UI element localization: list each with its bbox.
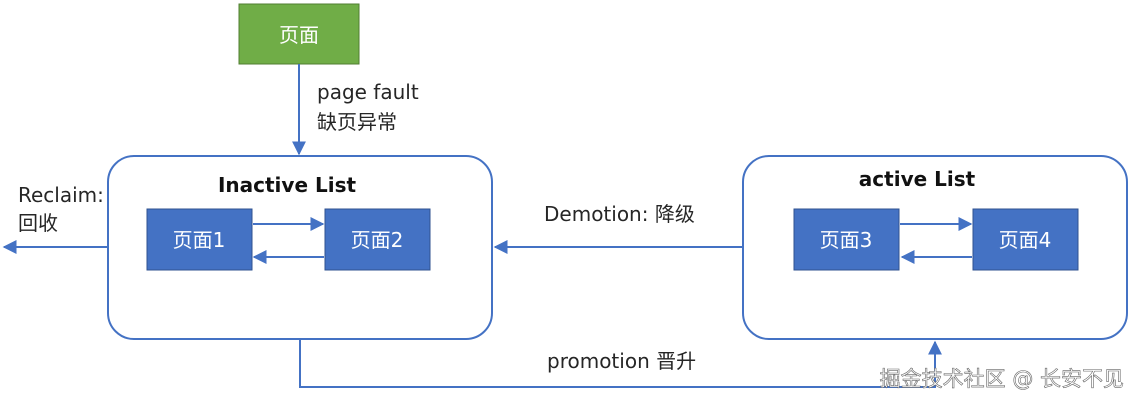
watermark-text: 掘金技术社区 @ 长安不见	[880, 367, 1124, 391]
promotion-label: promotion 晋升	[547, 349, 696, 373]
active-list-container	[742, 155, 1128, 340]
reclaim-label-cn: 回收	[18, 211, 58, 235]
page4-label: 页面4	[999, 228, 1052, 252]
page-fault-label-en: page fault	[317, 80, 419, 104]
new-page-label: 页面	[279, 23, 319, 47]
page2-label: 页面2	[351, 228, 404, 252]
demotion-label: Demotion: 降级	[544, 202, 695, 226]
inactive-list-container	[107, 155, 493, 340]
page3-node	[793, 208, 900, 271]
page3-label: 页面3	[820, 228, 873, 252]
page1-label: 页面1	[173, 228, 226, 252]
inactive-list-title: Inactive List	[218, 173, 357, 197]
page1-node	[146, 208, 253, 271]
page-fault-label-cn: 缺页异常	[317, 110, 397, 134]
page4-node	[972, 208, 1079, 271]
promotion-arrow	[299, 340, 942, 388]
reclaim-label-en: Reclaim:	[18, 183, 104, 207]
page2-node	[324, 208, 431, 271]
active-list-title: active List	[859, 167, 976, 191]
